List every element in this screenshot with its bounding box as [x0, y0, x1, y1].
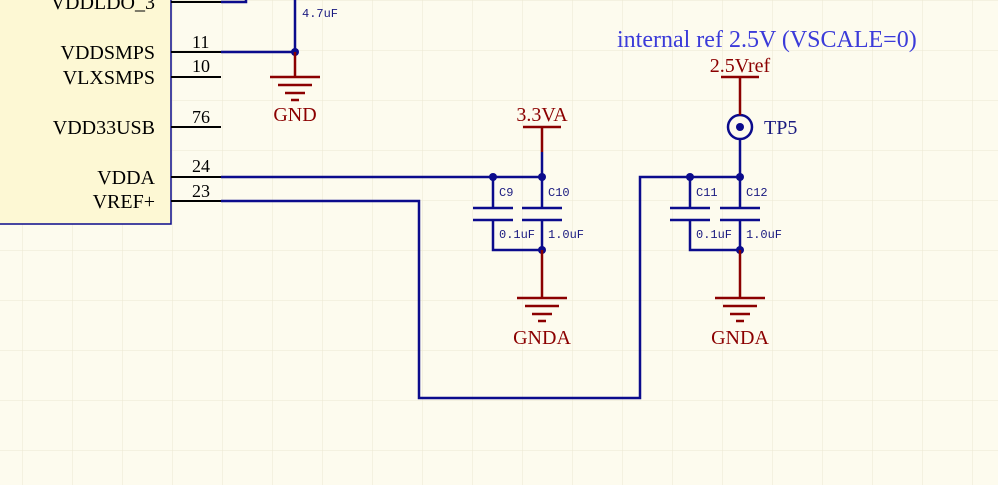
c10-value: 1.0uF [548, 228, 584, 242]
c9-value: 0.1uF [499, 228, 535, 242]
pin-number-vlxsmps: 10 [192, 56, 210, 76]
mcu-chip-body [0, 0, 172, 225]
wire-vddldo3 [221, 0, 248, 4]
pin-name-vdd33usb: VDD33USB [53, 117, 155, 139]
top-cap-value: 4.7uF [302, 7, 338, 21]
c9-ref: C9 [499, 186, 513, 200]
vref-note: internal ref 2.5V (VSCALE=0) [617, 27, 917, 53]
c11-ref: C11 [696, 186, 718, 200]
c12-ref: C12 [746, 186, 768, 200]
supply-3v3a-label: 3.3VA [516, 104, 568, 126]
c11-value: 0.1uF [696, 228, 732, 242]
pin-number-vdd33usb: 76 [192, 107, 210, 127]
c9-bottom-lead [491, 220, 542, 252]
junction-c12-top [736, 173, 744, 181]
pin-name-vddsmps: VDDSMPS [61, 42, 155, 64]
pin-name-vlxsmps: VLXSMPS [63, 67, 155, 89]
tp5-center [736, 123, 744, 131]
pin-number-vddsmps: 11 [192, 32, 209, 52]
junction-c9-top [489, 173, 497, 181]
pin-name-vddldo3: VDDLDO_3 [51, 0, 155, 14]
pin-name-vref: VREF+ [93, 191, 155, 213]
c10-ref: C10 [548, 186, 570, 200]
gnda-right-label: GNDA [711, 327, 769, 349]
pin-name-vdda: VDDA [97, 167, 155, 189]
wire-vref-loop [221, 175, 740, 400]
junction-c11-top [686, 173, 694, 181]
gnd-label: GND [273, 104, 316, 126]
supply-vref-label: 2.5Vref [710, 55, 771, 77]
tp5-label: TP5 [764, 117, 797, 139]
pin-number-vdda: 24 [192, 156, 210, 176]
c11-bottom-lead [688, 220, 740, 252]
c12-value: 1.0uF [746, 228, 782, 242]
junction-c10-top [538, 173, 546, 181]
pin-number-vref: 23 [192, 181, 210, 201]
gnda-left-label: GNDA [513, 327, 571, 349]
